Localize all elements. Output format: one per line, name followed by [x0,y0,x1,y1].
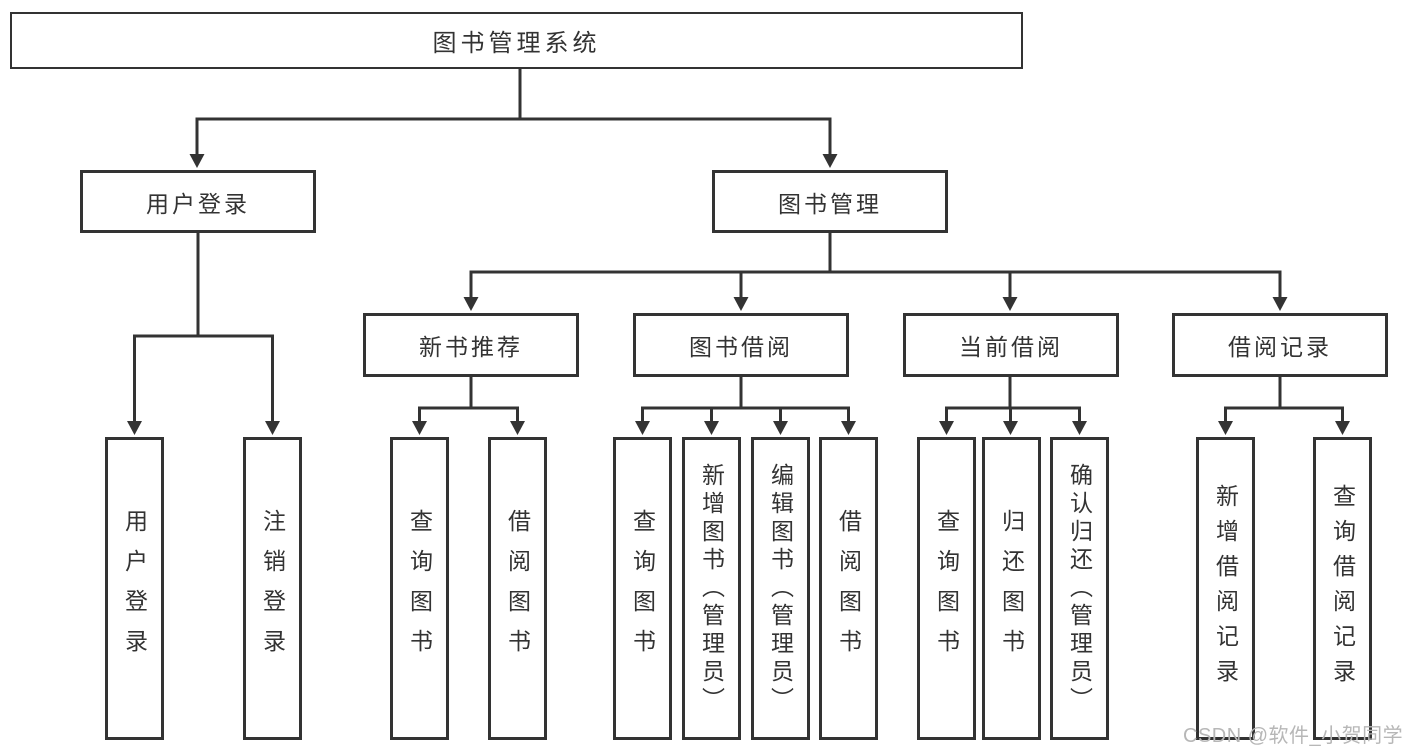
node-book-management-system: 图书管理系统 [10,12,1023,69]
node-borrowing-borrow-books: 借阅图书 [819,437,878,740]
csdn-watermark: CSDN @软件_小贺同学 [1183,725,1404,747]
node-user-login: 用户登录 [80,170,316,233]
node-borrowing-edit-books-admin: 编辑图书（管理员） [751,437,810,740]
node-records-add-record: 新增借阅记录 [1196,437,1255,740]
node-records-query-record: 查询借阅记录 [1313,437,1372,740]
node-new-book-recommend: 新书推荐 [363,313,579,377]
node-current-confirm-return-admin: 确认归还（管理员） [1050,437,1109,740]
node-login-logout: 注销登录 [243,437,302,740]
node-current-query-books: 查询图书 [917,437,976,740]
node-borrowing-records: 借阅记录 [1172,313,1388,377]
node-borrowing-add-books-admin: 新增图书（管理员） [682,437,741,740]
node-book-borrowing: 图书借阅 [633,313,849,377]
node-current-borrowing: 当前借阅 [903,313,1119,377]
node-book-management: 图书管理 [712,170,948,233]
node-current-return-books: 归还图书 [982,437,1041,740]
node-login-user-login: 用户登录 [105,437,164,740]
node-newbook-borrow-books: 借阅图书 [488,437,547,740]
node-borrowing-query-books: 查询图书 [613,437,672,740]
node-newbook-query-books: 查询图书 [390,437,449,740]
